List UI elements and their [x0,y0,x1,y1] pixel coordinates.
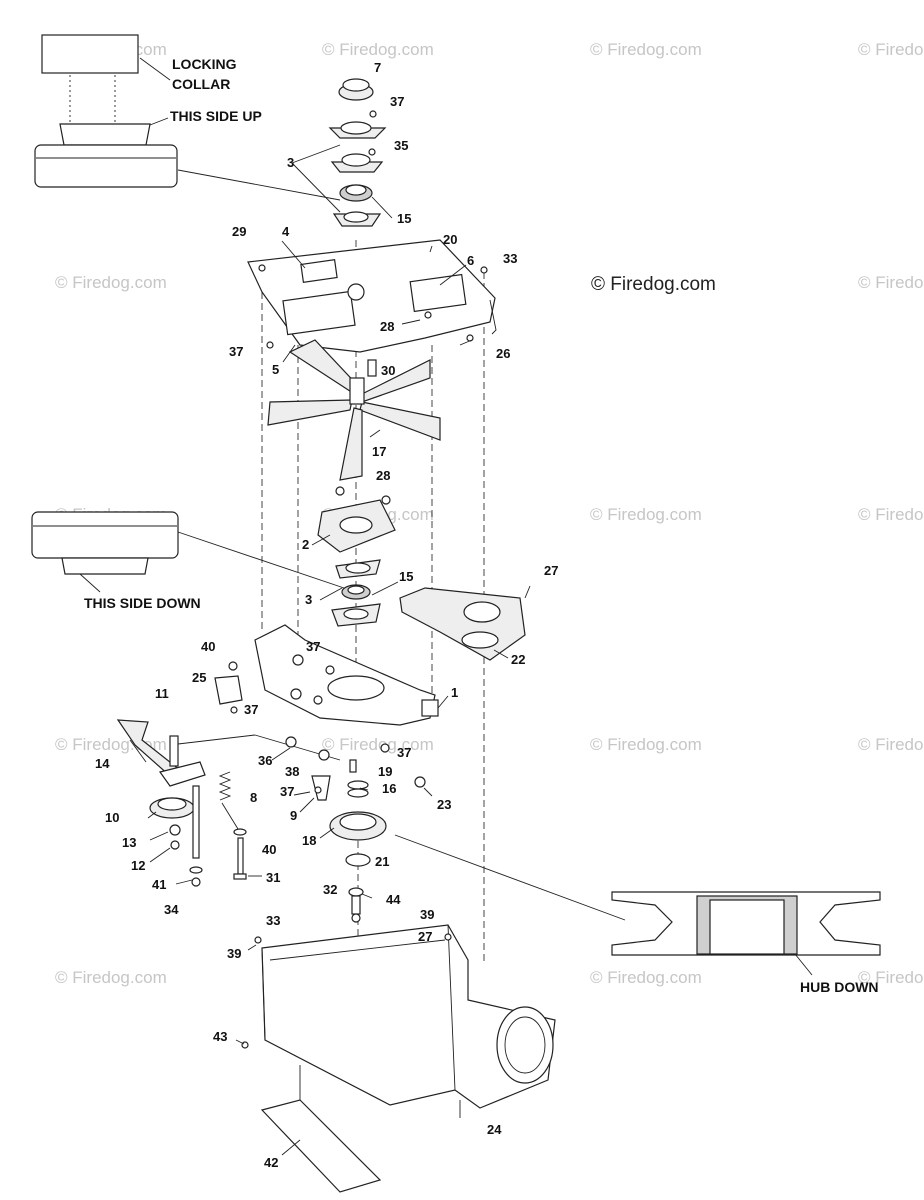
bolt-32-44 [348,887,364,923]
watermark: © Firedog.com [590,40,702,59]
locking-collar-label-line1: LOCKING [172,56,237,72]
bolt-stack [189,785,203,887]
this-side-down-label: THIS SIDE DOWN [84,595,201,611]
part-label: 43 [213,1029,227,1044]
part-label: 4 [282,224,290,239]
deflector-plate [241,1041,382,1193]
spring-assembly [218,736,297,880]
watermark: © Firedog.com [858,735,924,754]
part-label: 44 [386,892,401,907]
watermark: © Firedog.com [858,505,924,524]
part-label: 26 [496,346,510,361]
part-label: 13 [122,835,136,850]
part-label: 31 [266,870,280,885]
part-label: 37 [390,94,404,109]
part-label: 37 [244,702,258,717]
part-label: 41 [152,877,166,892]
part-label: 12 [131,858,145,873]
part-label: 23 [437,797,451,812]
part-label: 2 [302,537,309,552]
leader-lines [129,144,531,1156]
part-label: 9 [290,808,297,823]
part-label: 20 [443,232,457,247]
part-label: 32 [323,882,337,897]
part-label: 29 [232,224,246,239]
watermark: © Firedog.com [858,40,924,59]
lower-bearing-flange [317,486,396,627]
hub-down-label: HUB DOWN [800,979,879,995]
watermark-grid: © Firedog.com © Firedog.com © Firedog.co… [55,40,924,987]
part-label: 17 [372,444,386,459]
watermark: © Firedog.com [858,273,924,292]
top-bearing-stack [328,78,387,227]
hub-down-inset [394,834,881,976]
part-label: 16 [382,781,396,796]
part-label: 42 [264,1155,278,1170]
drive-parts [311,743,426,867]
fan-impeller [267,339,441,481]
part-label: 24 [487,1122,502,1137]
part-label: 37 [229,344,243,359]
idler-linkage [116,661,341,787]
part-callouts: 7 37 3 35 15 29 4 20 6 33 28 37 5 26 30 … [95,60,558,1170]
part-label: 27 [544,563,558,578]
part-label: 3 [287,155,294,170]
part-label: 15 [397,211,411,226]
part-label: 28 [376,468,390,483]
part-label: 22 [511,652,525,667]
part-label: 1 [451,685,458,700]
part-label: 40 [262,842,276,857]
watermark: © Firedog.com [858,968,924,987]
part-label: 25 [192,670,206,685]
watermark: © Firedog.com [55,968,167,987]
part-label: 35 [394,138,408,153]
discharge-chute [254,924,556,1109]
part-label: 21 [375,854,389,869]
part-label: 39 [227,946,241,961]
watermark: © Firedog.com [590,735,702,754]
part-label: 34 [164,902,179,917]
part-label: 19 [378,764,392,779]
idler-pulley [149,797,195,850]
this-side-up-label: THIS SIDE UP [170,108,262,124]
part-label: 5 [272,362,279,377]
part-label: 7 [374,60,381,75]
watermark-main: © Firedog.com [591,274,716,295]
locking-collar-inset [34,34,341,201]
watermark: © Firedog.com [55,273,167,292]
part-label: 8 [250,790,257,805]
part-label: 6 [467,253,474,268]
part-label: 18 [302,833,316,848]
part-label: 33 [503,251,517,266]
part-label: 14 [95,756,110,771]
watermark: © Firedog.com [590,505,702,524]
part-label: 3 [305,592,312,607]
part-label: 37 [280,784,294,799]
part-label: 11 [155,686,169,701]
watermark: © Firedog.com [590,968,702,987]
part-label: 15 [399,569,413,584]
watermark: © Firedog.com [322,40,434,59]
part-label: 37 [397,745,411,760]
part-label: 37 [306,639,320,654]
part-label: 27 [418,929,432,944]
fan-housing [254,624,439,726]
watermark: © Firedog.com [322,735,434,754]
part-label: 38 [285,764,299,779]
part-label: 40 [201,639,215,654]
part-label: 33 [266,913,280,928]
part-label: 36 [258,753,272,768]
chute-plate [399,587,526,661]
part-label: 30 [381,363,395,378]
locking-collar-label-line2: COLLAR [172,76,230,92]
top-plate [247,239,497,353]
part-label: 10 [105,810,119,825]
part-label: 28 [380,319,394,334]
part-label: 39 [420,907,434,922]
this-side-down-inset [31,511,351,593]
